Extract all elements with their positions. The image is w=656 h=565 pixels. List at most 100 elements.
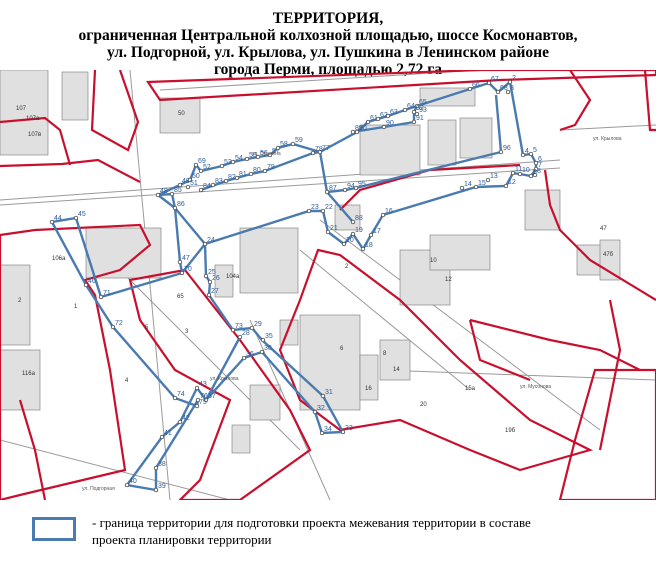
boundary-point-69[interactable] [193, 162, 199, 168]
boundary-point-82[interactable] [223, 178, 229, 184]
boundary-point-13[interactable] [485, 177, 491, 183]
boundary-point-54[interactable] [230, 159, 236, 165]
boundary-point-26[interactable] [207, 279, 213, 285]
boundary-point-25[interactable] [203, 273, 209, 279]
boundary-point-15[interactable] [473, 184, 479, 190]
boundary-point-30[interactable] [259, 349, 265, 355]
boundary-point-36[interactable] [241, 355, 247, 361]
boundary-point-77[interactable] [317, 149, 323, 155]
boundary-point-35[interactable] [260, 337, 266, 343]
boundary-point-6[interactable] [533, 160, 539, 166]
boundary-point-14[interactable] [459, 185, 465, 191]
boundary-point-84[interactable] [198, 187, 204, 193]
boundary-point-21[interactable] [325, 229, 331, 235]
boundary-point-17[interactable] [368, 232, 374, 238]
boundary-point-68[interactable] [495, 89, 501, 95]
boundary-point-5[interactable] [528, 151, 534, 157]
boundary-point-43[interactable] [194, 385, 200, 391]
boundary-point-51[interactable] [185, 184, 191, 190]
boundary-point-86[interactable] [172, 205, 178, 211]
boundary-point-49[interactable] [177, 182, 183, 188]
boundary-point-56[interactable] [255, 154, 261, 160]
boundary-point-27[interactable] [206, 292, 212, 298]
boundary-point-38[interactable] [153, 465, 159, 471]
boundary-point-40[interactable] [124, 482, 130, 488]
boundary-point-92[interactable] [411, 109, 417, 115]
boundary-point-28[interactable] [237, 334, 243, 340]
boundary-point-50[interactable] [187, 177, 193, 183]
boundary-point-31[interactable] [320, 393, 326, 399]
boundary-point-4[interactable] [520, 152, 526, 158]
boundary-point-85[interactable] [169, 191, 175, 197]
boundary-point-93[interactable] [414, 111, 420, 117]
boundary-point-3[interactable] [505, 89, 511, 95]
boundary-point-81[interactable] [234, 175, 240, 181]
boundary-point-83[interactable] [210, 182, 216, 188]
boundary-point-32[interactable] [312, 409, 318, 415]
boundary-point-90[interactable] [381, 124, 387, 130]
boundary-point-41[interactable] [159, 434, 165, 440]
boundary-point-53[interactable] [219, 163, 225, 169]
boundary-point-58[interactable] [275, 145, 281, 151]
boundary-point-7[interactable] [533, 166, 539, 172]
boundary-point-33[interactable] [340, 429, 346, 435]
boundary-point-94[interactable] [342, 187, 348, 193]
boundary-point-64[interactable] [402, 107, 408, 113]
boundary-point-47[interactable] [177, 259, 183, 265]
boundary-point-44[interactable] [49, 219, 55, 225]
boundary-point-label: 22 [325, 204, 333, 211]
boundary-point-71[interactable] [98, 294, 104, 300]
building-number: 4 [125, 378, 129, 384]
boundary-point-12[interactable] [503, 183, 509, 189]
boundary-point-60[interactable] [354, 129, 360, 135]
boundary-point-29[interactable] [249, 325, 255, 331]
building-number: 1 [74, 304, 78, 310]
boundary-point-57[interactable] [267, 152, 273, 158]
boundary-point-74[interactable] [172, 395, 178, 401]
boundary-point-76[interactable] [195, 397, 201, 403]
boundary-point-72[interactable] [110, 324, 116, 330]
boundary-point-87[interactable] [324, 189, 330, 195]
boundary-point-37[interactable] [203, 397, 209, 403]
boundary-point-20[interactable] [341, 241, 347, 247]
boundary-point-22[interactable] [320, 208, 326, 214]
boundary-point-45[interactable] [73, 215, 79, 221]
boundary-point-61[interactable] [365, 119, 371, 125]
boundary-point-66[interactable] [467, 86, 473, 92]
boundary-point-65[interactable] [414, 103, 420, 109]
boundary-point-42[interactable] [177, 419, 183, 425]
boundary-point-73[interactable] [230, 327, 236, 333]
boundary-point-39[interactable] [153, 487, 159, 493]
boundary-point-16[interactable] [380, 212, 386, 218]
boundary-point-91[interactable] [411, 119, 417, 125]
boundary-point-2[interactable] [507, 79, 513, 85]
boundary-point-10[interactable] [517, 171, 523, 177]
boundary-point-67[interactable] [486, 80, 492, 86]
boundary-point-9[interactable] [528, 173, 534, 179]
boundary-point-52[interactable] [198, 168, 204, 174]
boundary-point-75[interactable] [194, 403, 200, 409]
boundary-point-63[interactable] [385, 113, 391, 119]
boundary-point-55[interactable] [244, 156, 250, 162]
boundary-point-62[interactable] [375, 116, 381, 122]
boundary-point-95[interactable] [353, 185, 359, 191]
boundary-point-48[interactable] [155, 192, 161, 198]
boundary-point-11[interactable] [510, 170, 516, 176]
boundary-point-78[interactable] [310, 150, 316, 156]
boundary-point-96[interactable] [498, 149, 504, 155]
boundary-point-34[interactable] [319, 430, 325, 436]
boundary-point-24[interactable] [202, 241, 208, 247]
boundary-point-8[interactable] [532, 172, 538, 178]
boundary-point-label: 81 [239, 171, 247, 178]
boundary-point-23[interactable] [306, 208, 312, 214]
boundary-point-59[interactable] [290, 141, 296, 147]
boundary-point-46[interactable] [83, 282, 89, 288]
boundary-point-79[interactable] [262, 168, 268, 174]
boundary-point-88[interactable] [350, 219, 356, 225]
boundary-point-80[interactable] [248, 171, 254, 177]
boundary-point-70[interactable] [179, 270, 185, 276]
boundary-point-89[interactable] [350, 129, 356, 135]
boundary-point-18[interactable] [360, 246, 366, 252]
boundary-point-19[interactable] [350, 231, 356, 237]
